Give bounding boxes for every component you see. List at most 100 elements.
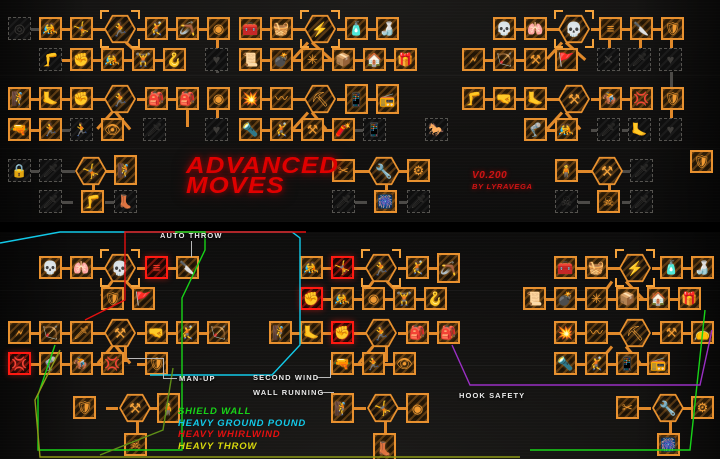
skill-hub-hammer-hub-icon[interactable]: ⚒ [104, 318, 136, 348]
skill-node-lockpick-icon[interactable]: 🧺 [270, 17, 293, 40]
skill-node-shield-plus-2-icon[interactable]: 🛡 [73, 396, 96, 419]
skill-node-blueprint-icon[interactable]: 📜 [523, 287, 546, 310]
skill-node-grab-icon[interactable]: ✊ [300, 287, 323, 310]
skill-node-ground-pound-icon[interactable]: 💢 [8, 352, 31, 375]
skill-node-stamina-target-2-icon[interactable]: ◉ [406, 393, 429, 423]
skill-node-jump-attack-icon[interactable]: 🏇 [70, 352, 93, 375]
skill-hub-vault-hub-icon[interactable]: 🏃 [361, 249, 401, 287]
skill-node-grapple-icon[interactable]: 🪃 [437, 253, 460, 283]
skill-node-headshot-icon[interactable]: 💀 [39, 256, 62, 279]
skill-node-blade-icon[interactable]: 🗡 [70, 321, 93, 344]
skill-node-phone-icon[interactable]: 📱 [616, 352, 639, 375]
skill-node-backpack-icon[interactable]: 🎒 [145, 87, 168, 110]
skill-node-sprint-icon[interactable]: 🏃 [39, 118, 62, 141]
skill-hub-vault-hub-icon[interactable]: 🏃 [100, 10, 140, 48]
skill-node-loot-icon[interactable]: 🎁 [678, 287, 701, 310]
skill-node-dropkick-icon[interactable]: 🤸 [331, 256, 354, 279]
skill-node-knife-icon[interactable]: 🔪 [176, 256, 199, 279]
skill-node-blueprint-icon[interactable]: 📜 [239, 48, 262, 71]
skill-node-claw-icon[interactable]: 🗲 [462, 48, 485, 71]
skill-node-lungs-icon[interactable]: 🫁 [70, 256, 93, 279]
skill-node-dual-wield-icon[interactable]: ⚒ [524, 48, 547, 71]
skill-node-survivor-icon[interactable]: 🧍 [157, 393, 180, 423]
skill-node-blade-locked-4-icon[interactable]: 🗡 [407, 190, 430, 213]
skill-node-slide-icon[interactable]: 🤾 [406, 256, 429, 279]
skill-node-ground-pound-icon[interactable]: 💢 [630, 87, 653, 110]
skill-node-sparkle-icon[interactable]: ✳ [301, 48, 324, 71]
skill-node-firework-icon[interactable]: 🎆 [657, 433, 680, 456]
skill-node-climb-icon[interactable]: 🧗 [8, 87, 31, 110]
skill-hub-runner-hub-icon[interactable]: 🏃 [365, 318, 397, 348]
skill-node-blade-locked-icon[interactable]: 🗡 [143, 118, 166, 141]
skill-node-dropkick-icon[interactable]: 🤸 [70, 17, 93, 40]
skill-node-wallrun-icon[interactable]: 🧗 [331, 393, 354, 423]
skill-node-grenade-icon[interactable]: 💣 [270, 48, 293, 71]
skill-node-potion-icon[interactable]: 🍶 [691, 256, 714, 279]
skill-node-dropkick-2-icon[interactable]: 🦵 [81, 190, 104, 213]
skill-node-blade-locked-7-icon[interactable]: 🗡 [630, 190, 653, 213]
skill-node-skull-locked-icon[interactable]: ☠ [555, 190, 578, 213]
skill-hub-lightning-hub-icon[interactable]: ⚡ [300, 10, 340, 48]
skill-node-grenade-icon[interactable]: 💣 [554, 287, 577, 310]
skill-node-tools-icon[interactable]: ⚒ [301, 118, 324, 141]
skill-hub-axes-hub-icon[interactable]: ⚒ [591, 156, 623, 186]
skill-node-sprint-icon[interactable]: 🏃 [362, 352, 385, 375]
skill-node-grapple-2-icon[interactable]: 🤼 [555, 118, 578, 141]
skill-node-slash-icon[interactable]: ≡ [599, 17, 622, 40]
skill-node-knife-icon[interactable]: 🔪 [630, 17, 653, 40]
skill-node-throw-icon[interactable]: 🤾 [270, 118, 293, 141]
skill-node-heart-locked-icon[interactable]: ♥ [205, 48, 228, 71]
skill-node-takedown-icon[interactable]: 🤼 [101, 48, 124, 71]
skill-hub-axes-hub-icon[interactable]: ⚒ [119, 393, 151, 423]
skill-node-kick-icon[interactable]: 🦶 [300, 321, 323, 344]
skill-node-throw-icon[interactable]: 🤾 [585, 352, 608, 375]
skill-node-jump-attack-icon[interactable]: 🏇 [599, 87, 622, 110]
skill-node-stomp-icon[interactable]: 🦶 [524, 87, 547, 110]
skill-node-shield-icon[interactable]: 🛡 [145, 352, 168, 375]
skill-node-torch-icon[interactable]: 🔦 [239, 118, 262, 141]
skill-node-torch-icon[interactable]: 🔦 [554, 352, 577, 375]
skill-node-bow-icon[interactable]: 🏹 [39, 321, 62, 344]
skill-node-gun-icon[interactable]: 🔫 [331, 352, 354, 375]
skill-node-lungs-icon[interactable]: 🫁 [524, 17, 547, 40]
skill-node-tackle-icon[interactable]: 🤼 [39, 17, 62, 40]
skill-node-pouch-icon[interactable]: 👝 [691, 321, 714, 344]
skill-node-slide-icon[interactable]: 🤾 [145, 17, 168, 40]
skill-hub-hammer-hub-icon[interactable]: ⚒ [558, 84, 590, 114]
skill-node-kick-icon[interactable]: 🦶 [39, 87, 62, 110]
skill-hub-skull-hub-icon[interactable]: 💀 [100, 249, 140, 287]
skill-node-stamina-target-icon[interactable]: ◉ [207, 17, 230, 40]
skill-node-stomp-icon[interactable]: 💢 [101, 352, 124, 375]
skill-node-extra-locked-icon[interactable]: 🐎 [425, 118, 448, 141]
skill-node-bomb-icon[interactable]: 🧨 [332, 118, 355, 141]
skill-node-crate-icon[interactable]: 📦 [332, 48, 355, 71]
skill-hub-craft-hub-icon[interactable]: ⛏ [304, 84, 336, 114]
skill-node-hook-icon[interactable]: 🪝 [424, 287, 447, 310]
skill-hub-skull-hub-icon[interactable]: 💀 [554, 10, 594, 48]
skill-hub-craft-hub-icon[interactable]: ⛏ [619, 318, 651, 348]
skill-node-shield-icon[interactable]: 🛡 [661, 87, 684, 110]
skill-node-eye-icon[interactable]: 👁 [393, 352, 416, 375]
skill-node-punch-icon[interactable]: 🤜 [145, 321, 168, 344]
skill-hub-dodge-hub-icon[interactable]: 🤸 [75, 156, 107, 186]
skill-node-dropkick-3-icon[interactable]: 🦿 [524, 118, 547, 141]
skill-node-lockpick-icon[interactable]: 🧺 [585, 256, 608, 279]
skill-node-survivor-icon[interactable]: 🧍 [555, 159, 578, 182]
skill-node-lock-icon[interactable]: 🔒 [8, 159, 31, 182]
skill-node-headshot-icon[interactable]: 💀 [493, 17, 516, 40]
skill-node-blade-locked-6-icon[interactable]: 🗡 [630, 159, 653, 182]
skill-node-hook-icon[interactable]: 🪝 [163, 48, 186, 71]
skill-node-shield-plus-2-icon[interactable]: 🛡 [690, 150, 713, 173]
skill-node-bow-2-icon[interactable]: 🏹 [207, 321, 230, 344]
skill-node-drop-attack-icon[interactable]: 🏋 [132, 48, 155, 71]
skill-node-stamina-target-icon[interactable]: ◉ [362, 287, 385, 310]
skill-node-kick-attack-icon[interactable]: 🦵 [462, 87, 485, 110]
skill-node-fist-icon[interactable]: ✊ [70, 87, 93, 110]
skill-node-takedown-icon[interactable]: 🤼 [331, 287, 354, 310]
skill-hub-lightning-hub-icon[interactable]: ⚡ [615, 249, 655, 287]
skill-hub-dodge-hub-icon[interactable]: 🤸 [367, 393, 399, 423]
skill-node-gun-icon[interactable]: 🔫 [8, 118, 31, 141]
skill-node-trap-icon[interactable]: 〰 [270, 87, 293, 110]
skill-node-stomp-locked-icon[interactable]: 🦶 [628, 118, 651, 141]
skill-node-phone-locked-icon[interactable]: 📱 [363, 118, 386, 141]
